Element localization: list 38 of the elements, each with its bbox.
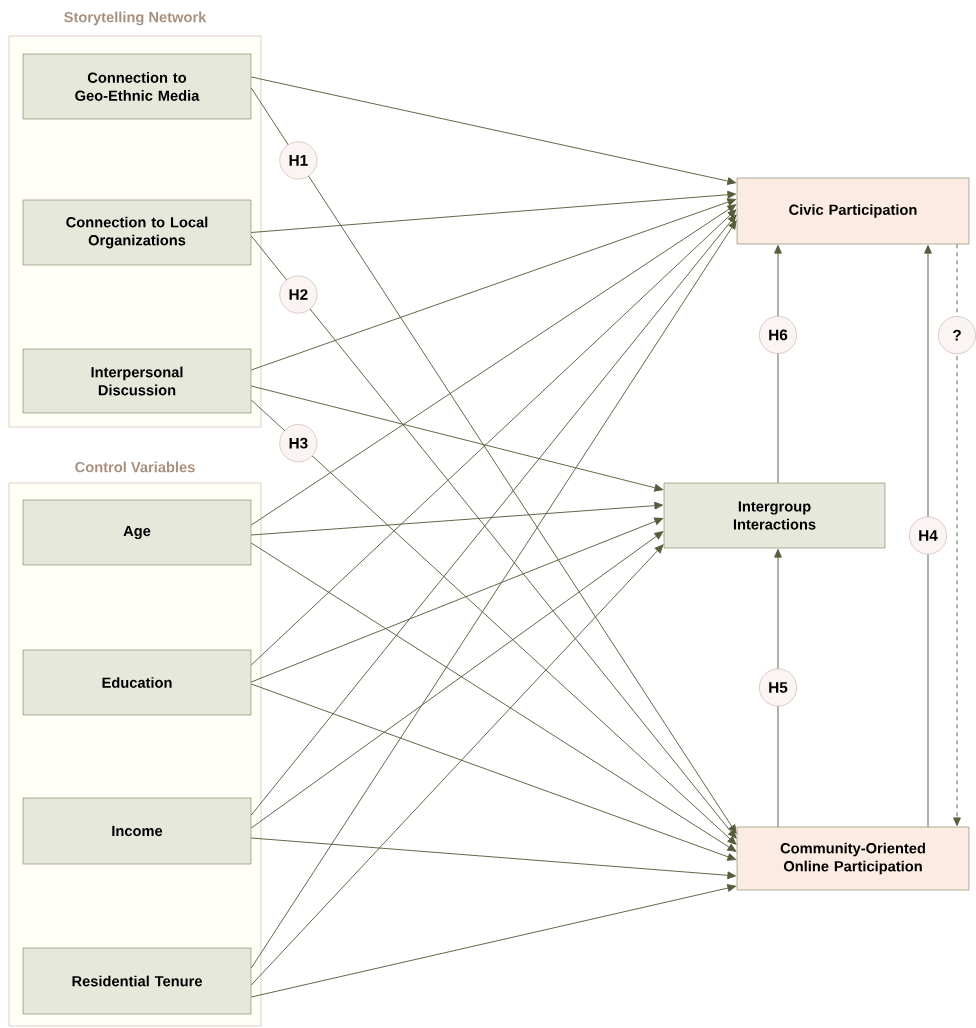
edge-label: H6 — [759, 315, 797, 354]
edge-label: ? — [938, 316, 976, 355]
variable-box: Connection to Local Organizations — [22, 199, 252, 266]
arrow — [924, 245, 932, 828]
arrow — [250, 87, 737, 834]
edge-label: H3 — [279, 424, 318, 463]
arrow — [250, 76, 737, 185]
arrow — [953, 243, 961, 827]
arrow — [250, 501, 663, 536]
arrow — [250, 544, 664, 986]
group-heading: Control Variables — [75, 461, 195, 473]
arrow — [250, 837, 737, 880]
arrow — [250, 209, 737, 666]
arrow — [250, 531, 664, 829]
variable-box: Connection to Geo-Ethnic Media — [22, 53, 252, 120]
outcome-box: Community-Oriented Online Participation — [736, 826, 970, 891]
variable-box: Residential Tenure — [22, 947, 252, 1015]
variable-box: Income — [22, 797, 252, 865]
arrow — [250, 190, 737, 233]
variable-box: Interpersonal Discussion — [22, 348, 252, 414]
arrow — [250, 517, 664, 683]
variable-box: Intergroup Interactions — [663, 482, 886, 549]
edge-label: H2 — [279, 275, 318, 314]
variable-box: Education — [22, 649, 252, 716]
variable-box: Age — [22, 499, 252, 566]
arrow — [250, 204, 737, 526]
outcome-box: Civic Participation — [736, 177, 970, 245]
arrow — [250, 884, 737, 998]
arrow — [250, 399, 737, 845]
arrow — [250, 385, 664, 492]
edge-label: H4 — [909, 516, 947, 555]
arrow — [250, 542, 737, 852]
arrow — [250, 220, 737, 969]
edge-label: H1 — [279, 141, 318, 180]
group-heading: Storytelling Network — [64, 11, 207, 26]
edge-label: H5 — [759, 668, 797, 707]
arrow — [250, 198, 737, 371]
arrow — [250, 683, 737, 861]
